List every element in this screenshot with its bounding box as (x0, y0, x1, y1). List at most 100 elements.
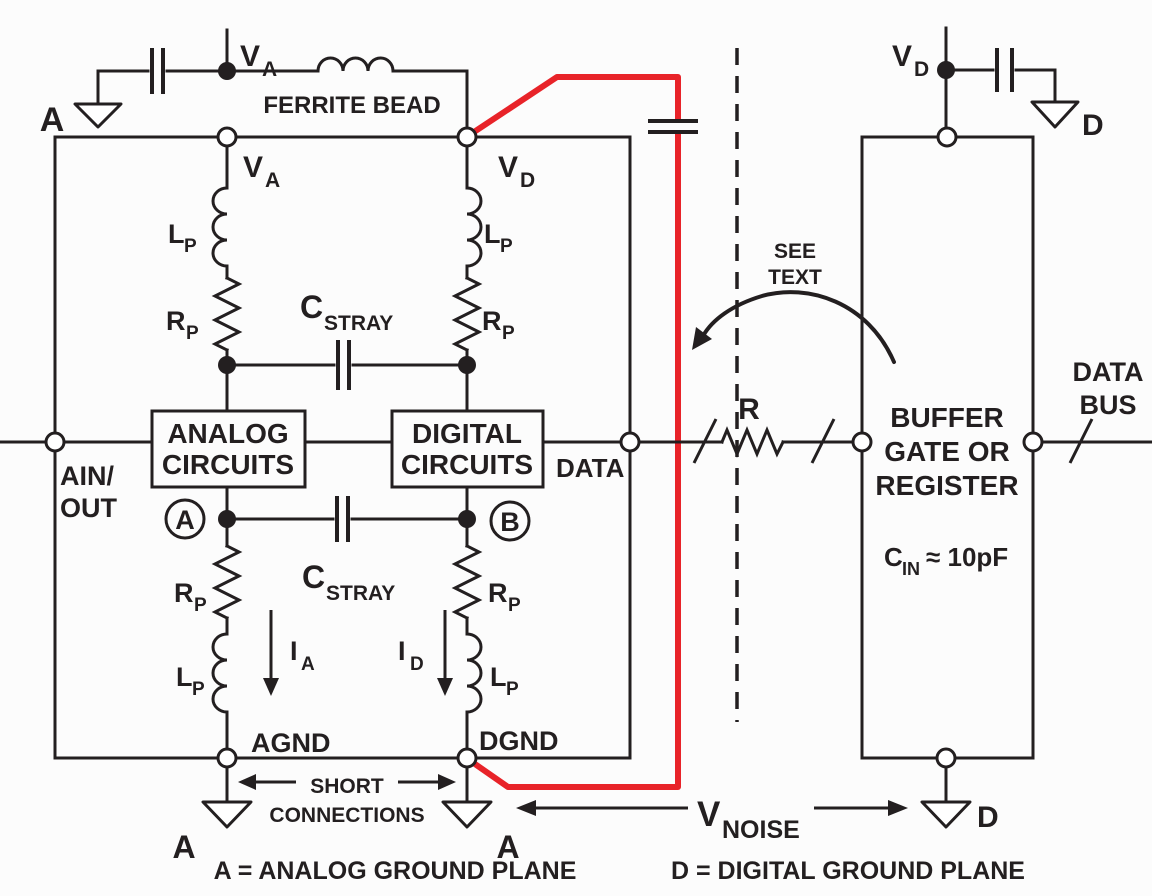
lp-label-upper-right-sub: P (500, 236, 513, 257)
ferrite-bead-label: FERRITE BEAD (263, 92, 440, 119)
ia-label-sub: A (301, 654, 315, 675)
ground-d-label: D (1082, 109, 1104, 142)
short-connections-arrows (238, 774, 456, 790)
junction-dot (458, 510, 476, 528)
junction-dot (458, 356, 476, 374)
rp-label-upper-left: R (166, 306, 186, 336)
vd-supply-label-sub: D (914, 58, 929, 81)
see-text-line1: SEE (774, 240, 816, 263)
buffer-output-pin (1022, 431, 1044, 453)
wire-break-slash (1068, 418, 1094, 464)
cstray-upper-capacitor (234, 340, 460, 390)
junction-dot (218, 356, 236, 374)
lp-label-upper-right: L (484, 219, 501, 249)
vd-supply-label: V (892, 40, 912, 73)
id-label-sub: D (410, 654, 424, 675)
lp-inductor (211, 632, 229, 714)
see-text-line2: TEXT (768, 266, 822, 289)
dgnd-pin (456, 747, 478, 769)
analog-ground-symbol-agnd: A (172, 765, 253, 865)
lp-label-lower-right: L (490, 662, 507, 692)
va-supply-label: V (240, 40, 260, 73)
lp-label-lower-left: L (176, 662, 193, 692)
series-resistor-label: R (738, 393, 760, 426)
cstray-upper-label-sub: STRAY (324, 312, 393, 335)
buffer-label-line2: GATE OR (884, 436, 1009, 467)
buffer-label-line3: REGISTER (875, 470, 1018, 501)
analog-block-line2: CIRCUITS (162, 449, 294, 480)
wire-break-slash (692, 418, 718, 464)
data-bus-label-2: BUS (1079, 390, 1136, 420)
vd-supply: V D (892, 26, 955, 130)
ground-a-label: A (496, 829, 519, 865)
see-text-curved-arrow (692, 290, 896, 364)
buffer-gnd-pin (935, 747, 957, 769)
red-noise-trace (472, 74, 681, 790)
lp-inductor (465, 186, 483, 268)
id-label: I (398, 636, 406, 666)
lp-label-lower-right-sub: P (506, 679, 519, 700)
junction-dot (218, 510, 236, 528)
lp-label-upper-left-sub: P (184, 236, 197, 257)
va-pin-label: V (243, 151, 263, 184)
vd-pin (456, 126, 478, 148)
lp-inductor (465, 632, 483, 714)
va-decoupling-cap (96, 48, 320, 105)
ia-label: I (290, 636, 298, 666)
rp-resistor (451, 543, 483, 621)
red-trace-capacitor (648, 119, 698, 134)
id-current-arrow (437, 610, 453, 696)
va-pin-label-sub: A (265, 169, 280, 192)
cin-label: C (884, 542, 903, 572)
lp-inductor (211, 186, 229, 268)
data-line-series-resistor (637, 418, 855, 464)
vnoise-label: V (697, 795, 721, 834)
vnoise-annotation: V NOISE (516, 795, 908, 844)
va-junction-dot (218, 62, 236, 80)
analog-ground-symbol-dgnd: A (441, 765, 520, 865)
data-pin-label: DATA (556, 453, 625, 483)
analog-block-line1: ANALOG (167, 418, 288, 449)
rp-resistor (211, 275, 243, 353)
ain-out-label-2: OUT (60, 493, 118, 523)
rp-resistor (451, 275, 483, 353)
node-b-label: B (500, 507, 520, 537)
legend-analog: A = ANALOG GROUND PLANE (214, 857, 577, 885)
vnoise-label-sub: NOISE (722, 816, 800, 844)
lp-label-upper-left: L (168, 219, 185, 249)
rp-label-lower-right-sub: P (508, 595, 521, 616)
legend-digital: D = DIGITAL GROUND PLANE (671, 857, 1025, 885)
va-pin (216, 126, 238, 148)
data-bus-label-1: DATA (1073, 357, 1144, 387)
vd-pin-label: V (498, 151, 518, 184)
rp-label-lower-right: R (488, 578, 508, 608)
digital-block-line2: CIRCUITS (401, 449, 533, 480)
analog-ground-branch (211, 526, 243, 751)
agnd-pin (216, 747, 238, 769)
cstray-lower-label: C (302, 559, 325, 595)
cstray-upper-label: C (300, 289, 323, 325)
cin-value: ≈ 10pF (926, 542, 1008, 572)
lp-label-lower-left-sub: P (192, 679, 205, 700)
cstray-lower-capacitor (225, 485, 469, 542)
agnd-label: AGND (251, 728, 331, 758)
buffer-input-pin (851, 431, 873, 453)
rp-label-upper-left-sub: P (186, 323, 199, 344)
node-b-circle (489, 500, 531, 542)
ground-a-label: A (172, 829, 195, 865)
rp-label-upper-right: R (482, 306, 502, 336)
cin-label-sub: IN (902, 559, 920, 579)
cstray-lower-label-sub: STRAY (326, 582, 395, 605)
ain-out-pin (44, 431, 66, 453)
digital-ground-branch (451, 526, 483, 751)
digital-ground-symbol-buffer: D (920, 765, 999, 834)
vd-pin-label-sub: D (520, 169, 535, 192)
ain-out-label-1: AIN/ (60, 461, 114, 491)
rp-label-lower-left-sub: P (194, 595, 207, 616)
digital-ground-symbol-top: D (1030, 100, 1104, 142)
data-bus-wire (1040, 418, 1152, 464)
node-a-label: A (175, 505, 195, 535)
buffer-vd-pin (936, 126, 958, 148)
short-connections-line1: SHORT (310, 775, 384, 798)
